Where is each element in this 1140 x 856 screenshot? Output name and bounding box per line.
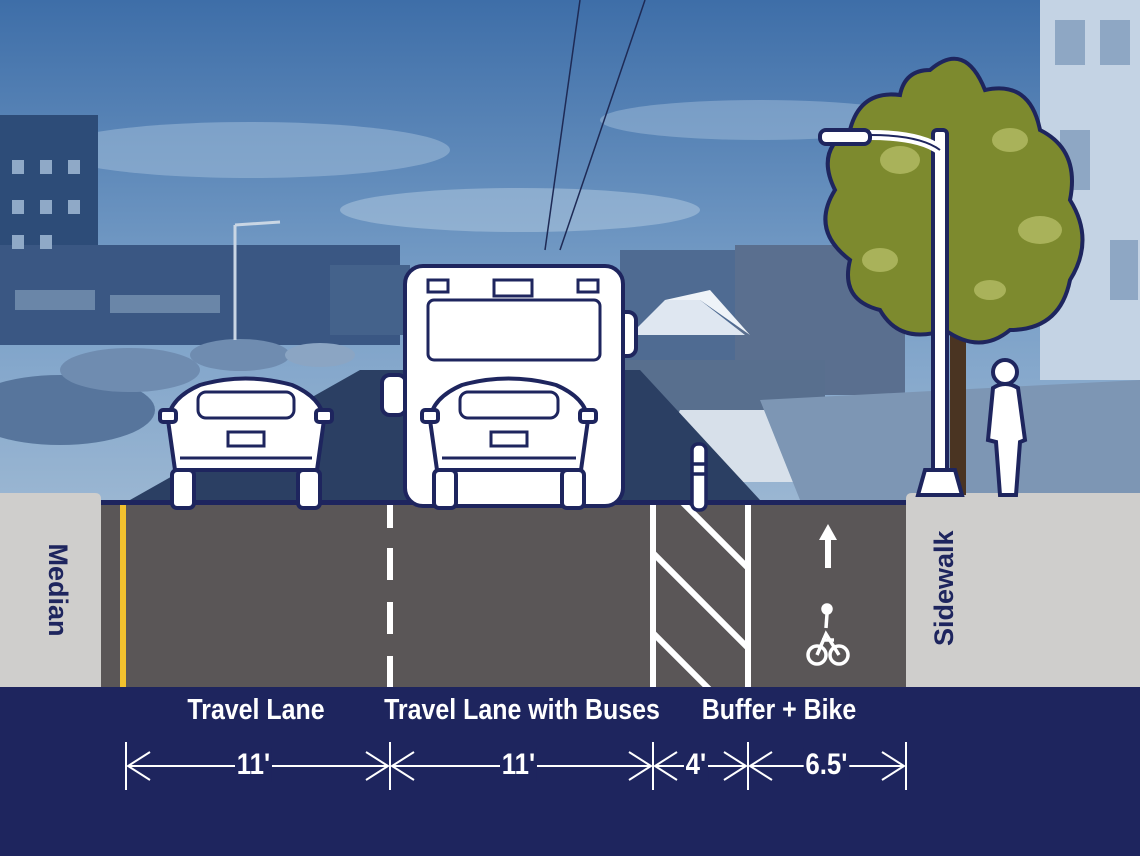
lane-name-travel: Travel Lane xyxy=(187,694,325,726)
label-band xyxy=(0,687,1140,856)
street-light-icon xyxy=(818,128,965,497)
pedestrian-icon xyxy=(985,358,1028,497)
median-label: Median xyxy=(43,543,73,637)
lane-name-buffer-bike: Buffer + Bike xyxy=(701,694,857,726)
dimension-lines xyxy=(125,742,907,790)
sidewalk-curb xyxy=(906,493,1140,687)
car-icon xyxy=(420,376,598,510)
road-surface xyxy=(100,505,906,687)
car-icon xyxy=(158,376,334,510)
lane-name-travel-buses: Travel Lane with Buses xyxy=(384,694,660,726)
median-curb xyxy=(0,493,101,687)
sidewalk-label: Sidewalk xyxy=(929,530,959,646)
dim-buffer: 4' xyxy=(683,748,708,782)
bollard-icon xyxy=(690,442,708,512)
dim-bike-lane: 6.5' xyxy=(803,748,850,782)
buffer-hatching xyxy=(650,505,751,687)
yellow-center-line xyxy=(120,505,126,687)
dim-travel-lane-buses: 11' xyxy=(500,748,537,782)
arrow-up-icon xyxy=(819,524,837,568)
bike-symbol-icon xyxy=(806,603,850,666)
dim-travel-lane: 11' xyxy=(235,748,272,782)
